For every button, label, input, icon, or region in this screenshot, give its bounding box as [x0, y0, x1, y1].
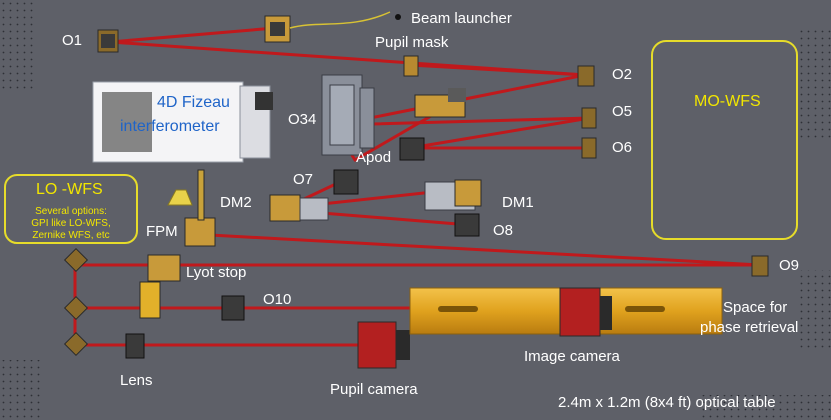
mirror-o2	[577, 65, 595, 87]
lo-wfs-desc-1: Several options:	[35, 206, 107, 217]
label-o10: O10	[263, 291, 292, 308]
mo-wfs-title: MO-WFS	[694, 93, 761, 110]
table-holes-left	[0, 0, 34, 90]
pupil-camera	[357, 321, 410, 369]
label-table-size: 2.4m x 1.2m (8x4 ft) optical table	[558, 394, 776, 411]
label-lens: Lens	[120, 372, 153, 389]
mirror-o6	[581, 137, 597, 159]
lo-wfs-desc-2: GPI like LO-WFS,	[31, 218, 111, 229]
deformable-mirror-dm2	[269, 194, 329, 222]
label-image-camera: Image camera	[524, 348, 620, 365]
table-holes-right-top	[800, 30, 831, 140]
label-interferometer-line1: 4D Fizeau	[157, 94, 230, 111]
label-dm2: DM2	[220, 194, 252, 211]
fold-mirrors-left	[63, 247, 89, 357]
label-o5: O5	[612, 103, 633, 120]
mirror-o7	[333, 169, 359, 195]
label-apod: Apod	[356, 149, 392, 166]
label-lyot-stop: Lyot stop	[186, 264, 247, 281]
mirror-o8	[454, 213, 480, 237]
mirror-o10	[221, 295, 245, 321]
label-interferometer-line2: interferometer	[120, 118, 220, 135]
label-o8: O8	[493, 222, 514, 239]
label-dm1: DM1	[502, 194, 534, 211]
label-space-line2: phase retrieval	[700, 319, 799, 336]
label-fpm: FPM	[146, 223, 178, 240]
apodizer	[414, 88, 466, 118]
mirror-o34-mount	[321, 74, 375, 156]
lo-wfs-title: LO -WFS	[36, 181, 103, 198]
label-o2: O2	[612, 66, 633, 83]
label-o7: O7	[293, 171, 314, 188]
label-space-line1: Space for	[723, 299, 788, 316]
beam-launcher	[264, 11, 401, 43]
pupil-mask	[403, 55, 419, 77]
beam-path	[73, 26, 762, 347]
label-o6: O6	[612, 139, 633, 156]
focal-plane-mask	[167, 169, 216, 247]
mirror-o5	[581, 107, 597, 129]
label-pupil-camera: Pupil camera	[330, 381, 418, 398]
table-holes-bottom-left	[0, 360, 40, 420]
mirror-o6-pair	[399, 137, 425, 161]
table-holes-right-bottom	[800, 270, 831, 350]
lyot-stop	[139, 254, 181, 319]
label-o34: O34	[288, 111, 317, 128]
lens-mount	[125, 333, 145, 359]
lo-wfs-desc-3: Zernike WFS, etc	[32, 230, 110, 241]
deformable-mirror-dm1	[424, 179, 482, 211]
mirror-o1	[97, 29, 119, 53]
label-beam-launcher: Beam launcher	[411, 10, 512, 27]
label-o9: O9	[779, 257, 800, 274]
label-o1: O1	[62, 32, 83, 49]
mo-wfs-box	[651, 40, 798, 240]
fizeau-interferometer	[92, 81, 273, 163]
table-holes-bottom-right	[700, 395, 831, 420]
mirror-o9	[751, 255, 769, 277]
label-pupil-mask: Pupil mask	[375, 34, 449, 51]
lo-wfs-box	[4, 174, 138, 244]
image-camera	[559, 287, 612, 337]
